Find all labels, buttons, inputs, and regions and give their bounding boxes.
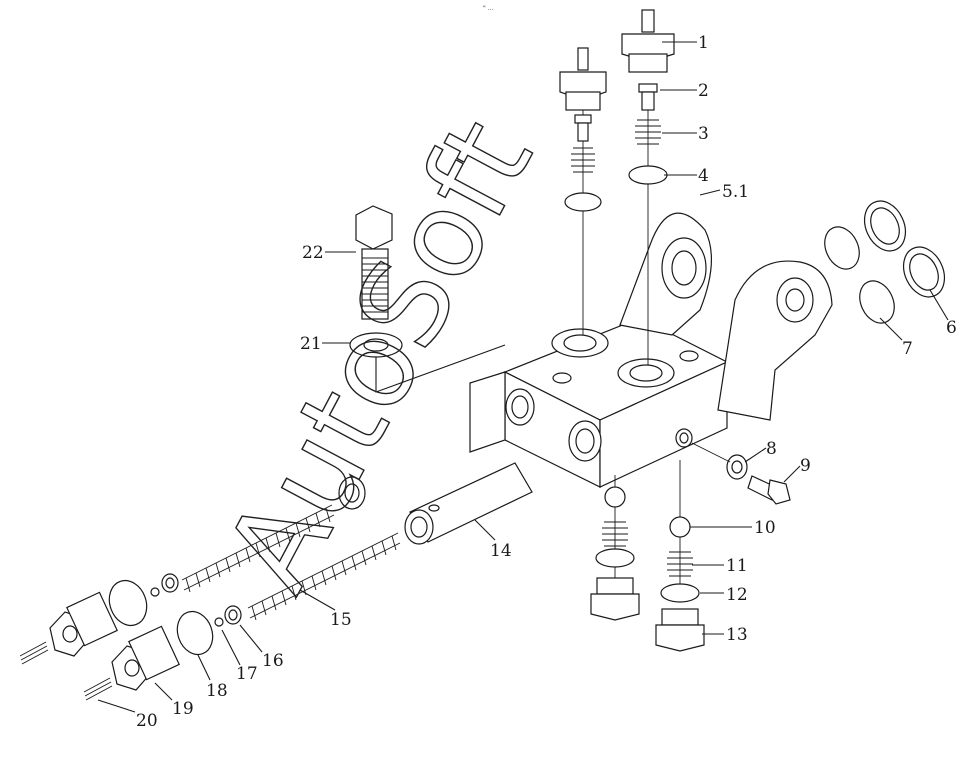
top-stack-right xyxy=(621,9,675,365)
callout-7: 7 xyxy=(902,339,913,359)
side-bracket xyxy=(717,260,833,421)
callout-15: 15 xyxy=(330,610,352,630)
valve-body xyxy=(469,317,729,488)
callout-5-1: 5.1 xyxy=(722,182,749,202)
callout-19: 19 xyxy=(172,699,194,719)
callout-12: 12 xyxy=(726,585,748,605)
spring-15-lower xyxy=(247,532,401,621)
seat-16 xyxy=(161,573,242,625)
spring-15-upper xyxy=(181,504,335,593)
callout-17: 17 xyxy=(236,664,258,684)
washer-21 xyxy=(349,332,506,393)
plug-19-upper xyxy=(49,591,118,657)
svg-text:AutoSoft: AutoSoft xyxy=(199,99,559,611)
ring-18 xyxy=(108,579,214,656)
callout-10: 10 xyxy=(754,518,776,538)
screw-20 xyxy=(19,641,113,701)
watermark: AutoSoft xyxy=(198,98,559,612)
callout-labels: 1 2 3 4 5.1 6 7 8 9 10 11 12 13 14 15 16… xyxy=(136,33,957,731)
callout-11: 11 xyxy=(726,556,748,576)
callout-21: 21 xyxy=(300,334,322,354)
piston-14 xyxy=(338,462,533,545)
ball-17 xyxy=(150,587,224,627)
bolt-22 xyxy=(355,205,393,320)
callout-20: 20 xyxy=(136,711,158,731)
callout-16: 16 xyxy=(262,651,284,671)
callout-4: 4 xyxy=(698,166,709,186)
callout-6: 6 xyxy=(946,318,957,338)
callout-1: 1 xyxy=(698,33,709,53)
cover-plate xyxy=(619,212,712,336)
callout-14: 14 xyxy=(490,541,512,561)
callout-3: 3 xyxy=(698,124,709,144)
callout-8: 8 xyxy=(766,439,777,459)
bolt-9 xyxy=(747,475,791,505)
callout-18: 18 xyxy=(206,681,228,701)
leader-lines xyxy=(97,41,949,713)
washer-8 xyxy=(691,442,748,480)
bottom-stack-left xyxy=(590,475,640,621)
seal-rings-6-7 xyxy=(824,200,946,324)
callout-2: 2 xyxy=(698,81,709,101)
callout-13: 13 xyxy=(726,625,748,645)
callout-22: 22 xyxy=(302,243,324,263)
bottom-stack-right xyxy=(655,460,705,652)
plug-19-lower xyxy=(111,625,180,691)
top-stack-left xyxy=(559,47,607,335)
top-mark: " ... xyxy=(483,5,493,12)
callout-9: 9 xyxy=(800,456,811,476)
